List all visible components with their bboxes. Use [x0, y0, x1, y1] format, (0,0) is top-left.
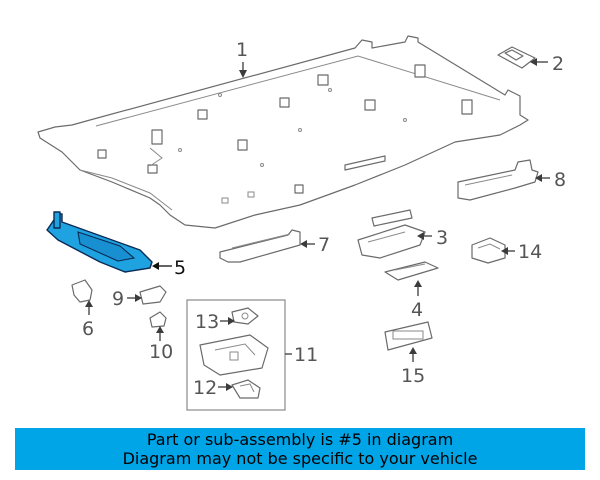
part-14-lamp: [471, 237, 506, 264]
callout-12: 12: [193, 377, 217, 399]
callout-8: 8: [554, 169, 566, 191]
callout-2: 2: [552, 53, 564, 75]
callout-7: 7: [318, 234, 330, 256]
part-2-bracket: [497, 46, 536, 69]
part-11-inset: [186, 299, 286, 411]
callout-11: 11: [294, 344, 318, 366]
part-8-rail: [457, 159, 539, 201]
callout-1: 1: [236, 39, 248, 61]
callout-15: 15: [401, 365, 425, 387]
banner-line-2: Diagram may not be specific to your vehi…: [122, 449, 478, 468]
part-10-fastener: [149, 311, 167, 328]
part-4-cover: [384, 261, 439, 281]
callout-6: 6: [82, 318, 94, 340]
callout-5: 5: [174, 257, 186, 279]
banner-line-1: Part or sub-assembly is #5 in diagram: [146, 430, 454, 449]
headliner-panel: [37, 35, 529, 229]
part-15-switch: [384, 321, 433, 351]
info-banner: Part or sub-assembly is #5 in diagram Di…: [15, 428, 585, 470]
parts-diagram: 1 2 8 7 3 14 4: [37, 35, 566, 411]
part-6-holder: [71, 279, 93, 303]
callout-13: 13: [195, 311, 219, 333]
callout-10: 10: [149, 341, 173, 363]
part-3-console: [357, 209, 426, 259]
callout-14: 14: [518, 241, 542, 263]
part-7-grip: [219, 229, 301, 263]
sun-visor-highlighted: [46, 211, 153, 273]
part-9-clip: [139, 285, 167, 305]
callout-4: 4: [411, 299, 423, 321]
callout-9: 9: [112, 288, 124, 310]
callout-3: 3: [436, 227, 448, 249]
